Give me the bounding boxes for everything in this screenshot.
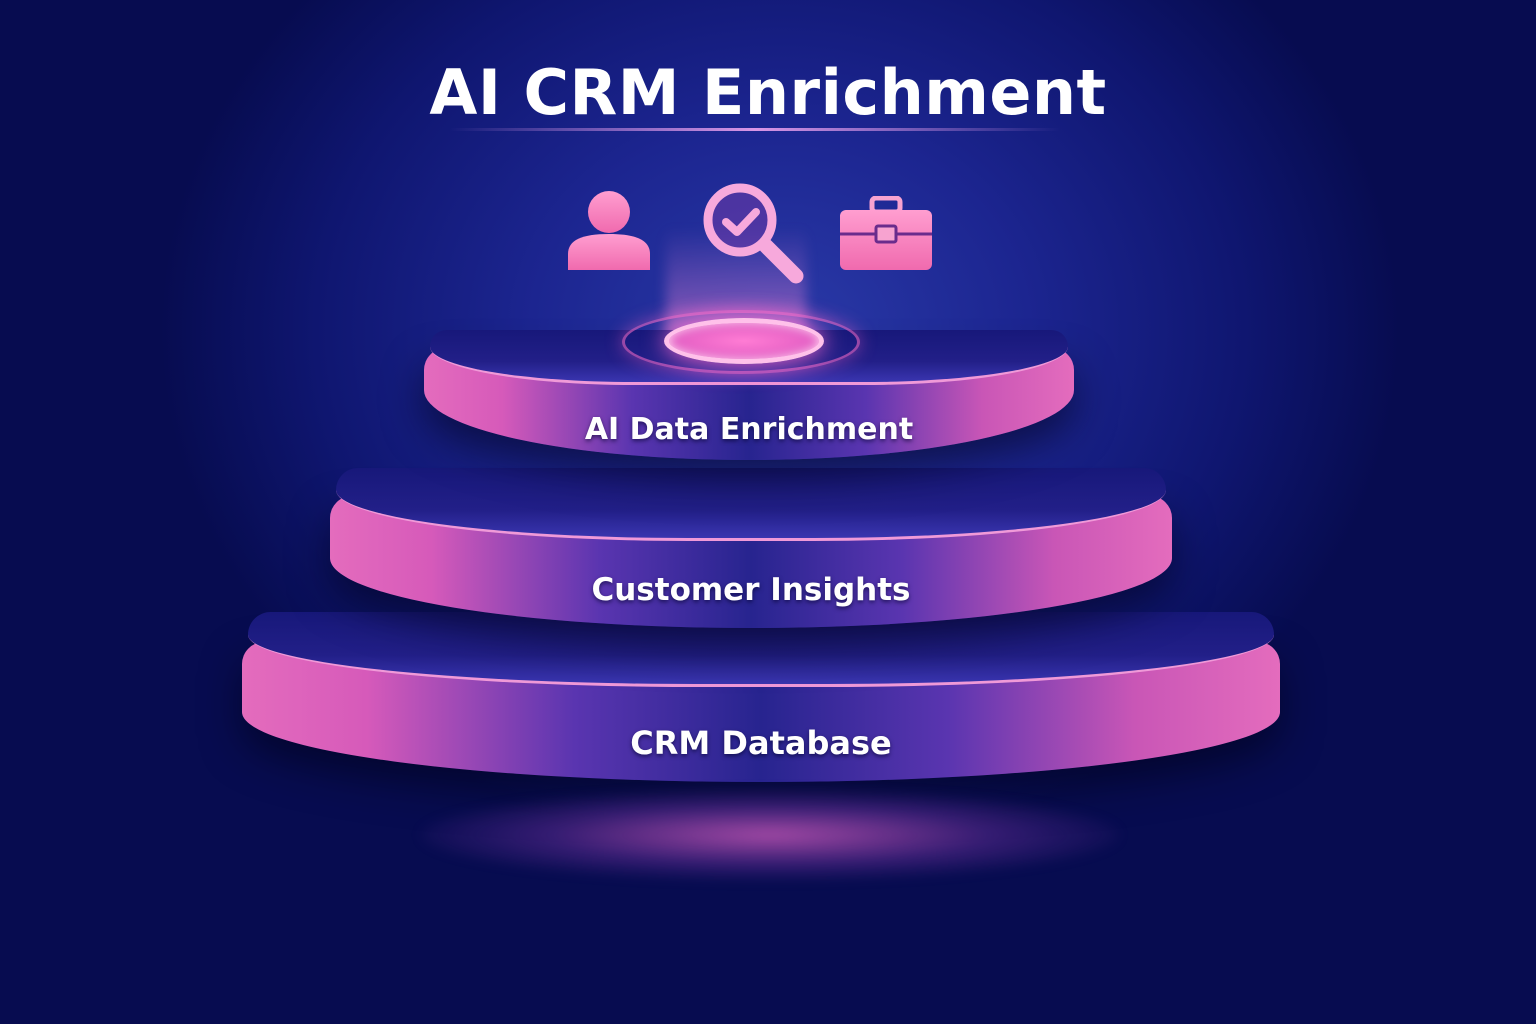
tier-crm-database: CRM Database [242, 612, 1280, 782]
tier-top-surface [336, 468, 1166, 541]
person-icon [566, 190, 652, 272]
tier-label: Customer Insights [591, 572, 911, 608]
glow-ring-inner [664, 318, 824, 364]
title-underline [450, 128, 1060, 131]
tier-customer-insights: Customer Insights [330, 468, 1172, 628]
glow-ring-outer [622, 310, 860, 374]
page-title: AI CRM Enrichment [429, 56, 1107, 129]
briefcase-icon [838, 196, 934, 272]
tier-label: AI Data Enrichment [584, 412, 914, 447]
tier-label: CRM Database [630, 724, 892, 762]
search-check-icon [700, 180, 810, 290]
floor-glow [420, 790, 1120, 880]
